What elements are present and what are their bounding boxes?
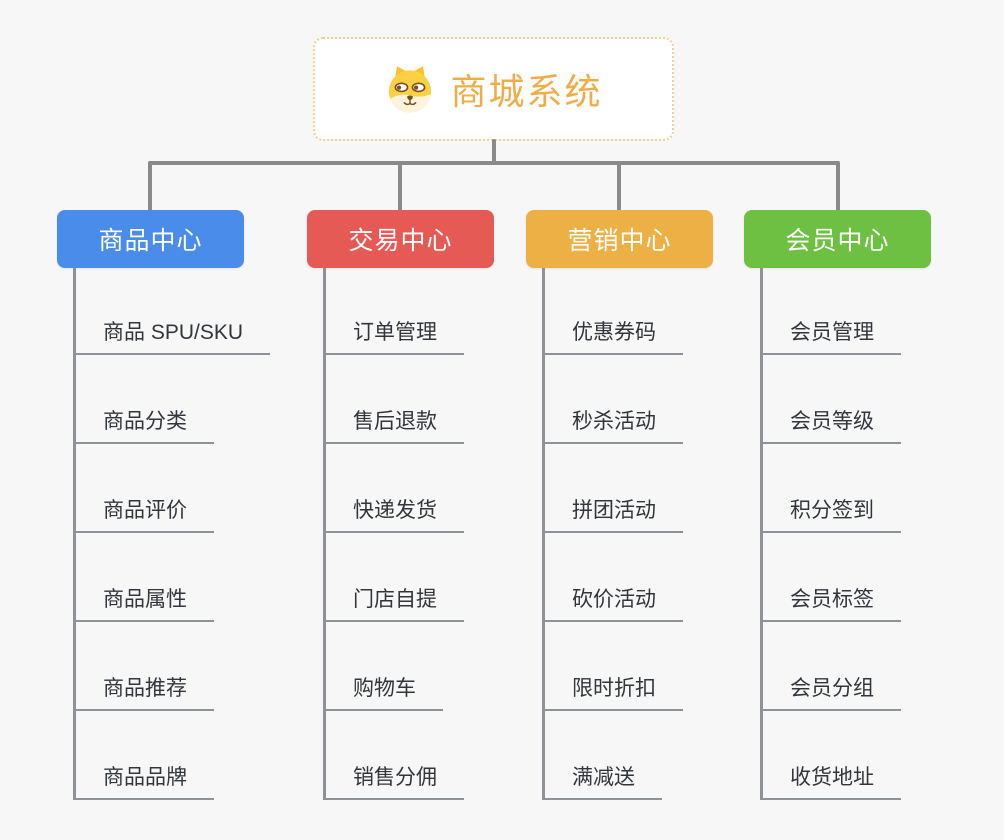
branch-node-marketing-center[interactable]: 营销中心 (526, 210, 713, 268)
root-title: 商城系统 (450, 71, 603, 112)
leaf-node[interactable]: 积分签到 (760, 444, 901, 533)
leaf-node[interactable]: 拼团活动 (542, 444, 683, 533)
leaf-node[interactable]: 商品分类 (73, 355, 214, 444)
connector-drop-branch-3 (617, 161, 621, 211)
leaf-node[interactable]: 购物车 (323, 622, 443, 711)
leaf-node[interactable]: 限时折扣 (542, 622, 683, 711)
leaf-node[interactable]: 销售分佣 (323, 711, 464, 800)
connector-column-line-4 (760, 268, 763, 800)
leaf-node[interactable]: 会员标签 (760, 533, 901, 622)
leaf-node[interactable]: 售后退款 (323, 355, 464, 444)
leaf-node[interactable]: 商品 SPU/SKU (73, 268, 271, 355)
leaf-node[interactable]: 会员分组 (760, 622, 901, 711)
connector-drop-branch-4 (836, 161, 840, 211)
leaf-node[interactable]: 商品评价 (73, 444, 214, 533)
leaf-node[interactable]: 门店自提 (323, 533, 464, 622)
branch-node-product-center[interactable]: 商品中心 (57, 210, 244, 268)
connector-root-stem (492, 139, 496, 165)
connector-column-line-2 (323, 268, 326, 800)
connector-column-line-1 (73, 268, 76, 800)
connector-horizontal-bar (148, 161, 840, 165)
leaf-node[interactable]: 砍价活动 (542, 533, 683, 622)
connector-drop-branch-2 (398, 161, 402, 211)
leaf-column-product: 商品 SPU/SKU 商品分类 商品评价 商品属性 商品推荐 商品品牌 (73, 268, 271, 800)
leaf-column-trade: 订单管理 售后退款 快递发货 门店自提 购物车 销售分佣 (323, 268, 464, 800)
leaf-node[interactable]: 商品推荐 (73, 622, 214, 711)
leaf-node[interactable]: 商品品牌 (73, 711, 214, 800)
leaf-node[interactable]: 满减送 (542, 711, 662, 800)
leaf-node[interactable]: 秒杀活动 (542, 355, 683, 444)
leaf-node[interactable]: 快递发货 (323, 444, 464, 533)
leaf-node[interactable]: 订单管理 (323, 268, 464, 355)
root-node[interactable]: 商城系统 (313, 37, 674, 141)
connector-column-line-3 (542, 268, 545, 800)
leaf-node[interactable]: 会员管理 (760, 268, 901, 355)
leaf-column-member: 会员管理 会员等级 积分签到 会员标签 会员分组 收货地址 (760, 268, 901, 800)
leaf-node[interactable]: 会员等级 (760, 355, 901, 444)
leaf-node[interactable]: 收货地址 (760, 711, 901, 800)
branch-node-member-center[interactable]: 会员中心 (744, 210, 931, 268)
branch-node-trade-center[interactable]: 交易中心 (307, 210, 494, 268)
shiba-dog-icon (384, 63, 436, 115)
leaf-node[interactable]: 优惠券码 (542, 268, 683, 355)
connector-drop-branch-1 (148, 161, 152, 211)
leaf-node[interactable]: 商品属性 (73, 533, 214, 622)
leaf-column-marketing: 优惠券码 秒杀活动 拼团活动 砍价活动 限时折扣 满减送 (542, 268, 683, 800)
